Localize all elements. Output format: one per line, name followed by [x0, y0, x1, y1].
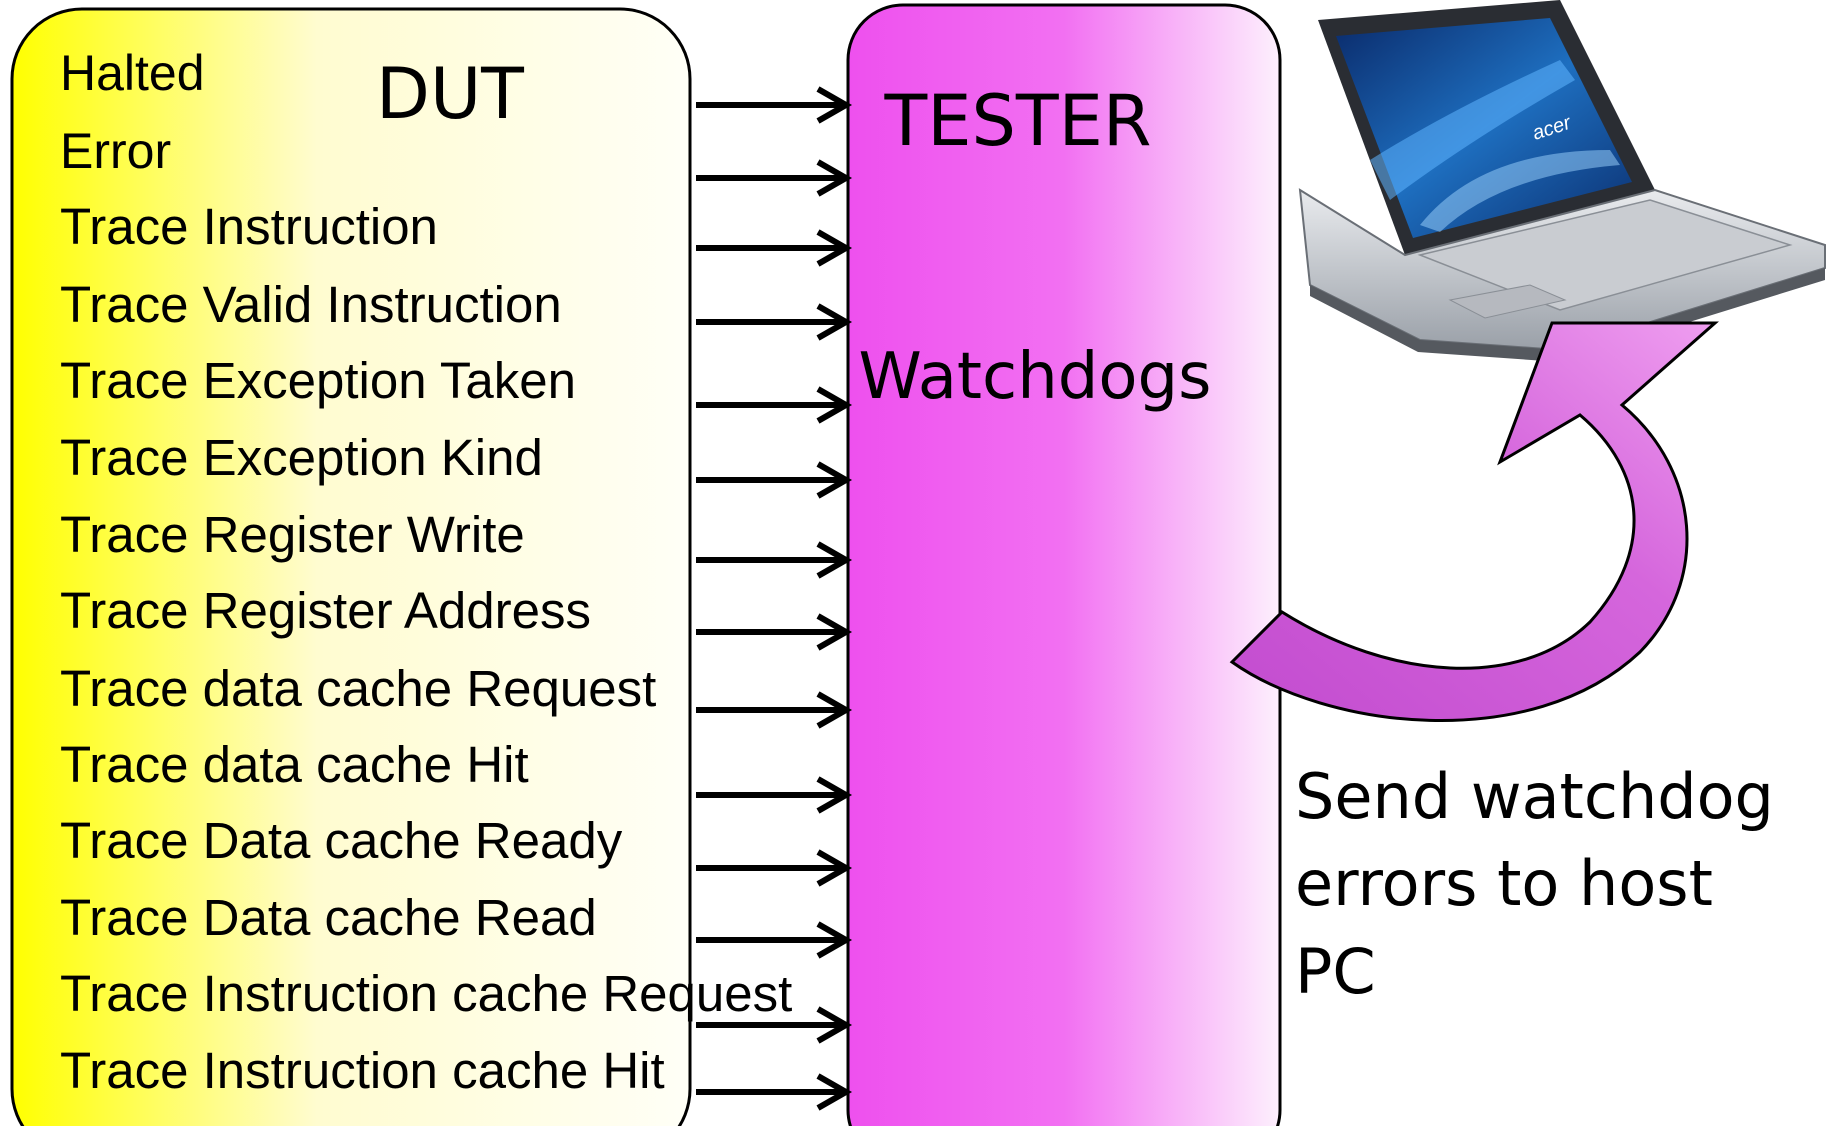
- dut-title: DUT: [376, 53, 524, 135]
- caption-line: errors to host: [1295, 847, 1713, 920]
- tester-subtitle: Watchdogs: [859, 340, 1212, 414]
- dut-signal-label: Trace Valid Instruction: [60, 276, 562, 333]
- dut-signal-label: Halted: [60, 45, 205, 101]
- dut-signal-label: Trace data cache Request: [60, 660, 656, 717]
- tester-block: TESTER Watchdogs: [846, 3, 1282, 1126]
- signal-arrow: [696, 1073, 853, 1111]
- dut-signal-label: Error: [60, 123, 171, 179]
- dut-signal-label: Trace Exception Kind: [60, 429, 543, 486]
- signal-arrow: [696, 849, 853, 887]
- signal-arrow: [696, 691, 853, 729]
- signal-arrow: [696, 613, 853, 651]
- signal-arrow: [696, 386, 853, 424]
- tester-title: TESTER: [883, 80, 1151, 162]
- dut-signal-label: Trace Register Write: [60, 506, 525, 563]
- signal-arrow: [696, 229, 853, 267]
- dut-signal-label: Trace Exception Taken: [60, 352, 576, 409]
- signal-arrow: [696, 461, 853, 499]
- signal-arrow: [696, 303, 853, 341]
- dut-signal-label: Trace Register Address: [60, 582, 591, 639]
- laptop-screen-glow: [1370, 60, 1575, 200]
- dut-signal-label: Trace Instruction: [60, 198, 438, 255]
- laptop-icon: acer: [1298, 0, 1826, 362]
- signal-arrow: [696, 159, 853, 197]
- laptop-screen-stripe: [1420, 150, 1620, 232]
- dut-signal-label: Trace data cache Hit: [60, 736, 529, 793]
- send-to-host-curved-arrow: [1229, 321, 1719, 722]
- dut-signal-label: Trace Instruction cache Request: [60, 965, 792, 1022]
- signal-arrow-group: [696, 86, 853, 1111]
- dut-box: [10, 7, 692, 1126]
- laptop-touchpad: [1448, 284, 1567, 319]
- dut-signal-label: Trace Instruction cache Hit: [60, 1042, 665, 1099]
- signal-arrow: [696, 921, 853, 959]
- signal-arrow: [696, 1006, 853, 1044]
- signal-arrow: [696, 86, 853, 124]
- dut-signal-label: Trace Data cache Ready: [60, 812, 623, 869]
- tester-box: [846, 3, 1282, 1126]
- caption-line: Send watchdog: [1295, 760, 1774, 833]
- caption-line: PC: [1295, 935, 1376, 1008]
- signal-arrow: [696, 541, 853, 579]
- signal-arrow: [696, 776, 853, 814]
- dut-signal-label: Trace Data cache Read: [60, 889, 597, 946]
